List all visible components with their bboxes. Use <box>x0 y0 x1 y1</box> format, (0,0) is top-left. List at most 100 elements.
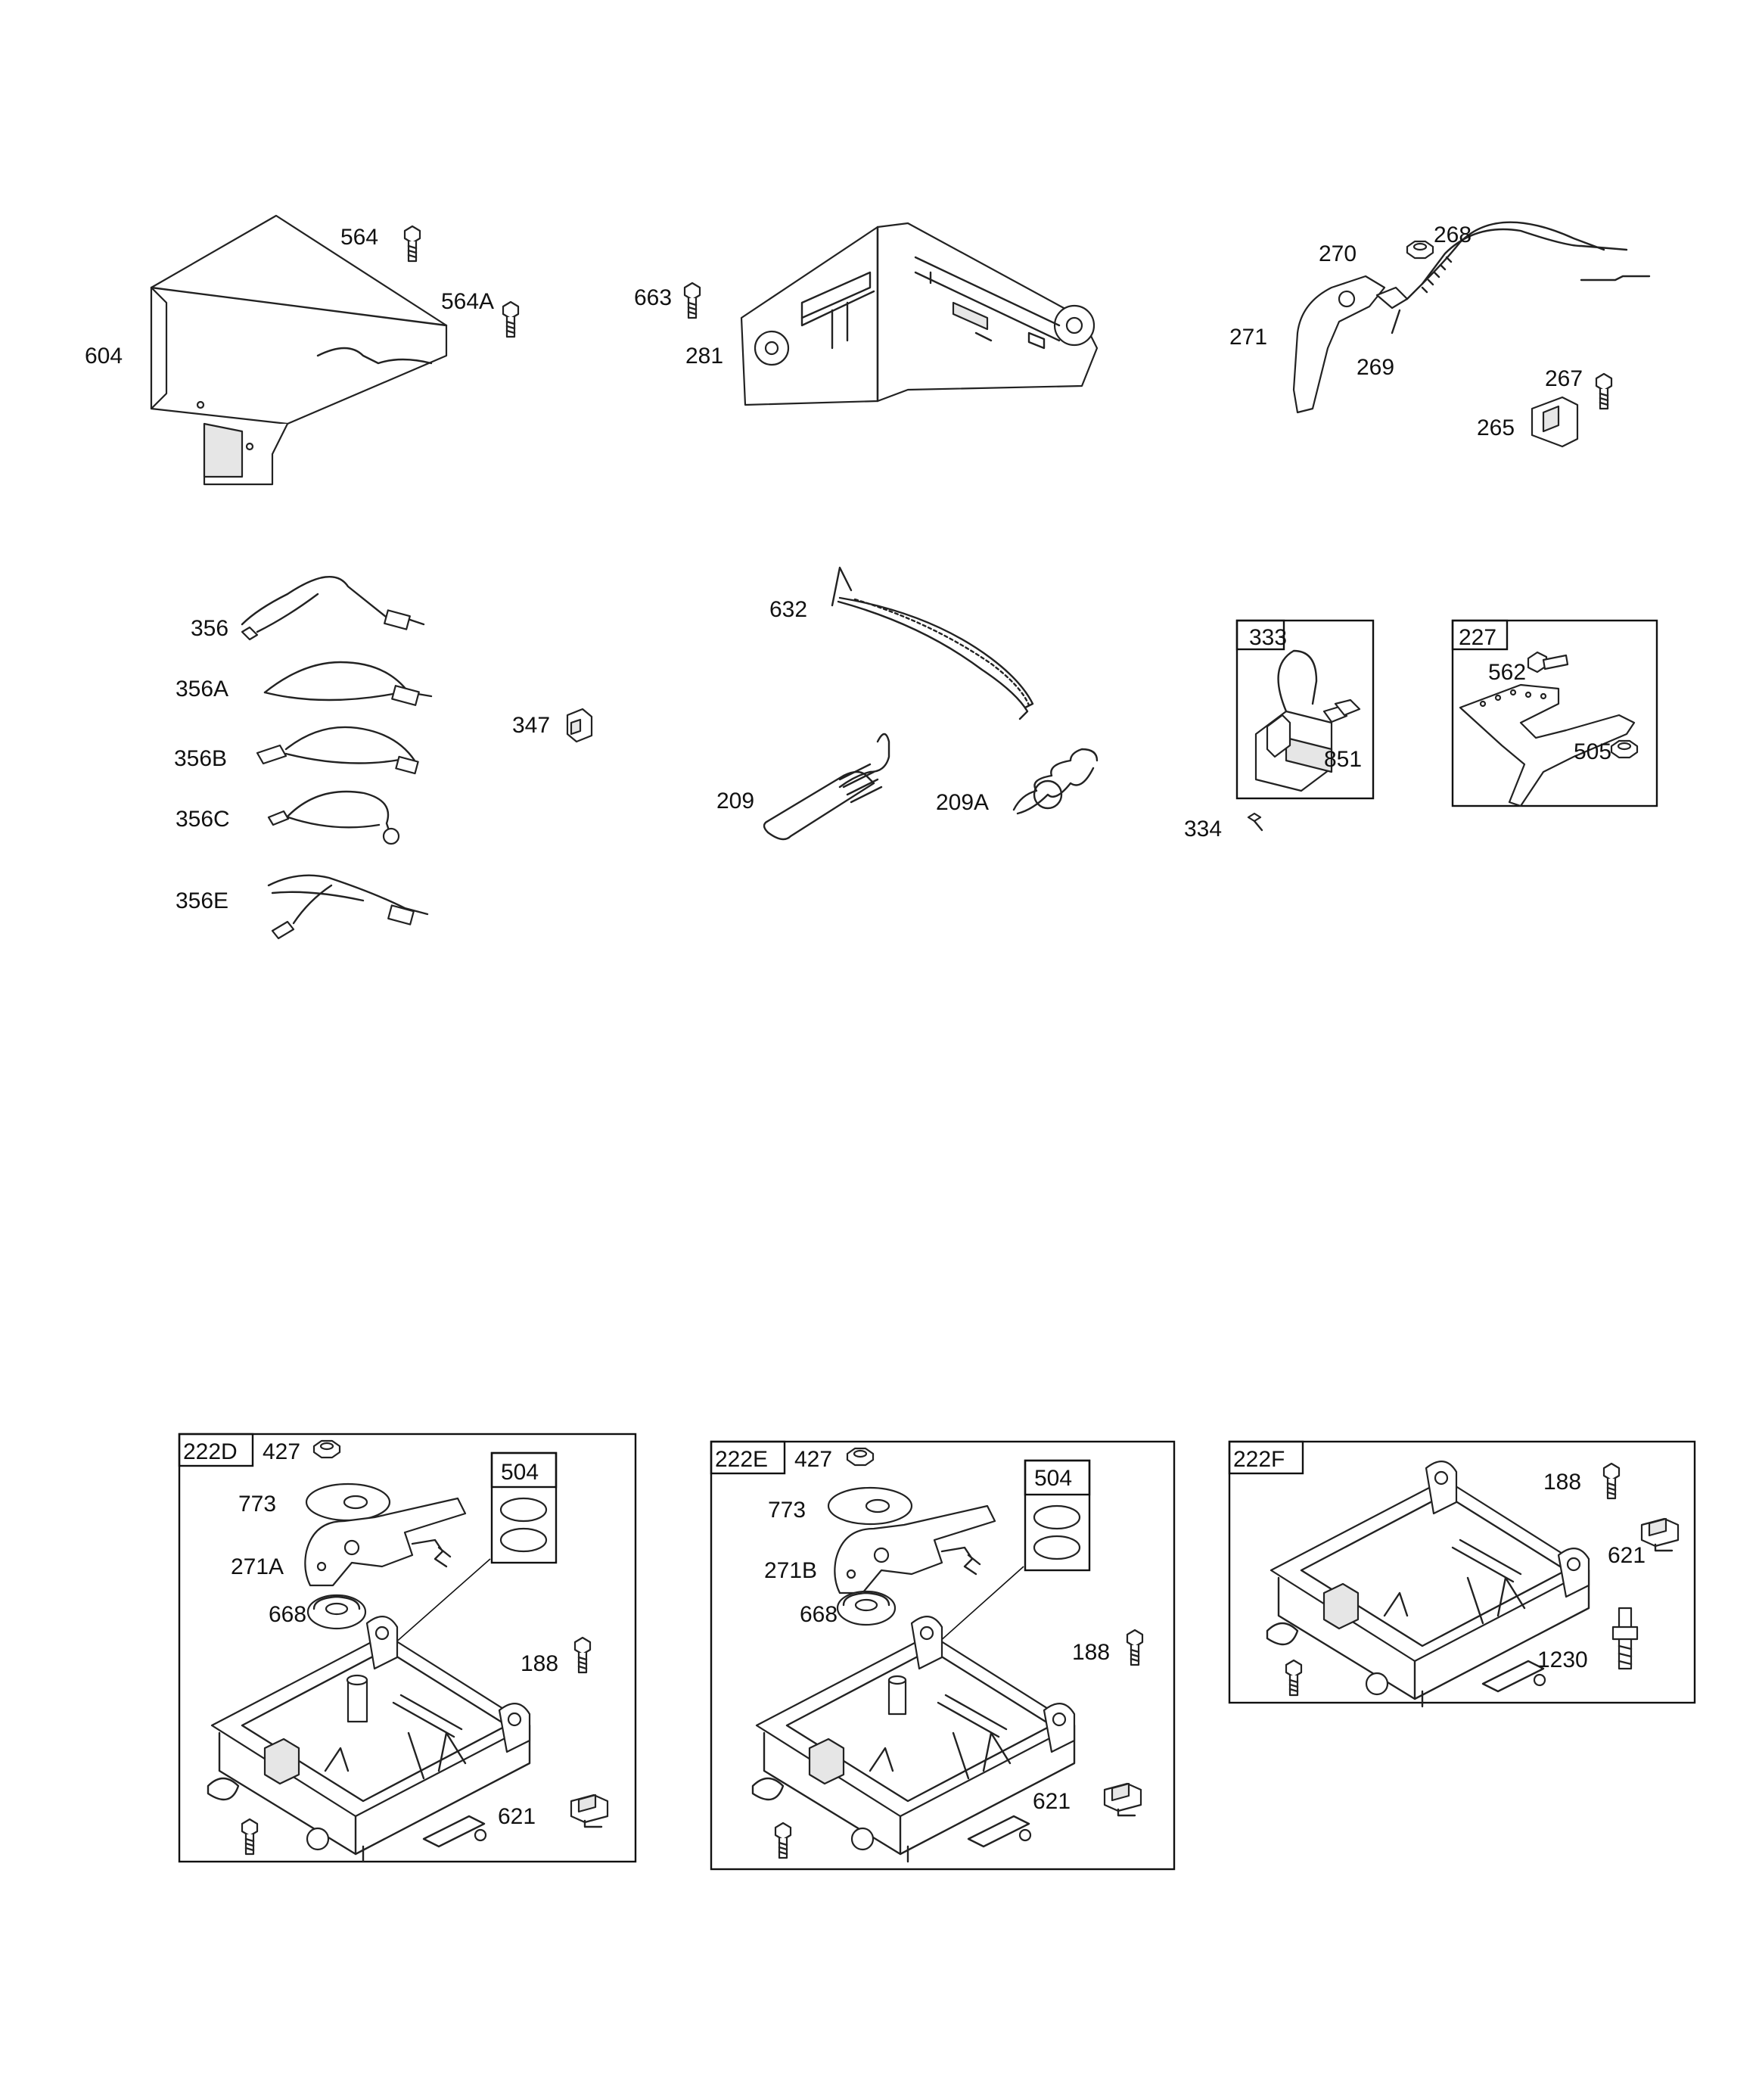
screw-267 <box>1595 372 1613 410</box>
kit-box-504-d-tag <box>490 1451 558 1489</box>
spring-washer-504a-e <box>1033 1504 1081 1530</box>
stud-d <box>346 1674 368 1723</box>
connector-347 <box>566 708 593 743</box>
bolt-564 <box>403 225 421 263</box>
washer-668-e <box>836 1590 897 1626</box>
label-504-d: 504 <box>501 1460 539 1485</box>
label-333: 333 <box>1249 625 1287 650</box>
label-209a: 209A <box>936 790 989 815</box>
kit-box-222d <box>178 1433 637 1863</box>
label-222e: 222E <box>715 1447 768 1472</box>
callout-labels: 564 564A 604 663 281 270 268 271 269 267… <box>85 222 1646 1829</box>
spring-washer-504a-d <box>499 1497 548 1523</box>
label-334: 334 <box>1184 817 1222 842</box>
label-1230-f: 1230 <box>1537 1647 1588 1672</box>
wire-356a <box>263 661 433 706</box>
label-604: 604 <box>85 344 123 369</box>
label-504-e: 504 <box>1034 1466 1072 1491</box>
label-281: 281 <box>685 344 723 369</box>
label-209: 209 <box>716 789 754 814</box>
stud-e <box>887 1675 907 1716</box>
kit-box-222f-tag <box>1228 1440 1304 1475</box>
air-deflector-604 <box>150 214 448 486</box>
bolt-188-f <box>1602 1462 1621 1500</box>
label-621-d: 621 <box>498 1804 536 1829</box>
bolt-188-d <box>573 1636 592 1674</box>
clip-621-d <box>570 1794 609 1828</box>
label-356a: 356A <box>176 677 228 702</box>
spring-209 <box>763 733 890 841</box>
nut-505 <box>1610 739 1639 759</box>
kit-box-222d-tag <box>178 1433 254 1467</box>
kit-box-222f <box>1228 1440 1696 1704</box>
spring-632 <box>831 566 1034 720</box>
kit-box-504-e-tag <box>1024 1459 1091 1496</box>
label-356: 356 <box>191 616 228 641</box>
label-356e: 356E <box>176 888 228 913</box>
kit-box-333 <box>1235 619 1375 800</box>
bracket-505 <box>1459 683 1636 807</box>
bolt-564a <box>502 300 520 338</box>
nut-270 <box>1406 240 1434 260</box>
bolt-188-e <box>1126 1629 1144 1666</box>
label-851: 851 <box>1324 747 1362 772</box>
spring-washer-504b-d <box>499 1527 548 1553</box>
wire-356c <box>267 790 400 845</box>
label-621-f: 621 <box>1608 1543 1646 1568</box>
label-268: 268 <box>1434 222 1472 247</box>
clip-265 <box>1531 396 1579 448</box>
label-356c: 356C <box>176 807 230 832</box>
label-271a: 271A <box>231 1554 284 1579</box>
bolt-f-lower <box>1285 1659 1303 1697</box>
label-773-d: 773 <box>238 1492 276 1517</box>
control-bracket-271 <box>1292 275 1409 414</box>
control-base-plate-e <box>751 1615 1076 1863</box>
washer-668-d <box>306 1594 367 1630</box>
label-222d: 222D <box>183 1439 238 1464</box>
label-269: 269 <box>1357 355 1394 380</box>
kit-box-222e-tag <box>710 1440 786 1475</box>
label-188-d: 188 <box>521 1651 558 1676</box>
label-663: 663 <box>634 285 672 310</box>
governor-plate-773-d <box>305 1482 391 1522</box>
stud-1230-f <box>1611 1607 1639 1670</box>
bolt-562 <box>1527 651 1569 674</box>
nut-427-e <box>846 1447 875 1467</box>
wire-356e <box>267 874 429 940</box>
label-427-e: 427 <box>794 1447 832 1472</box>
clip-621-f <box>1640 1517 1680 1552</box>
label-564: 564 <box>340 225 378 250</box>
kit-box-227 <box>1451 619 1658 807</box>
nut-427-d <box>312 1439 341 1459</box>
screw-334 <box>1247 812 1263 832</box>
spring-209a <box>1012 748 1099 815</box>
label-227: 227 <box>1459 625 1496 650</box>
wire-356 <box>241 576 425 641</box>
label-222f: 222F <box>1233 1447 1285 1472</box>
label-270: 270 <box>1319 241 1357 266</box>
label-562: 562 <box>1488 660 1526 685</box>
label-505: 505 <box>1574 739 1611 764</box>
label-668-d: 668 <box>269 1602 306 1627</box>
kit-box-333-tag <box>1235 619 1285 651</box>
bolt-e-lower <box>774 1822 792 1859</box>
label-632: 632 <box>769 597 807 622</box>
bracket-281 <box>740 222 1099 406</box>
spring-washer-504b-e <box>1033 1535 1081 1560</box>
label-427-d: 427 <box>263 1439 300 1464</box>
kit-box-227-tag <box>1451 619 1509 651</box>
label-668-e: 668 <box>800 1602 838 1627</box>
governor-plate-773-e <box>827 1486 913 1526</box>
label-356b: 356B <box>174 746 227 771</box>
screw-663 <box>683 282 701 319</box>
label-267: 267 <box>1545 366 1583 391</box>
label-188-e: 188 <box>1072 1640 1110 1665</box>
bolt-d-lower <box>241 1818 259 1856</box>
label-271b: 271B <box>764 1558 817 1583</box>
clip-621-e <box>1103 1782 1142 1817</box>
label-564a: 564A <box>441 289 494 314</box>
label-347: 347 <box>512 713 550 738</box>
label-621-e: 621 <box>1033 1789 1071 1814</box>
label-265: 265 <box>1477 415 1515 440</box>
